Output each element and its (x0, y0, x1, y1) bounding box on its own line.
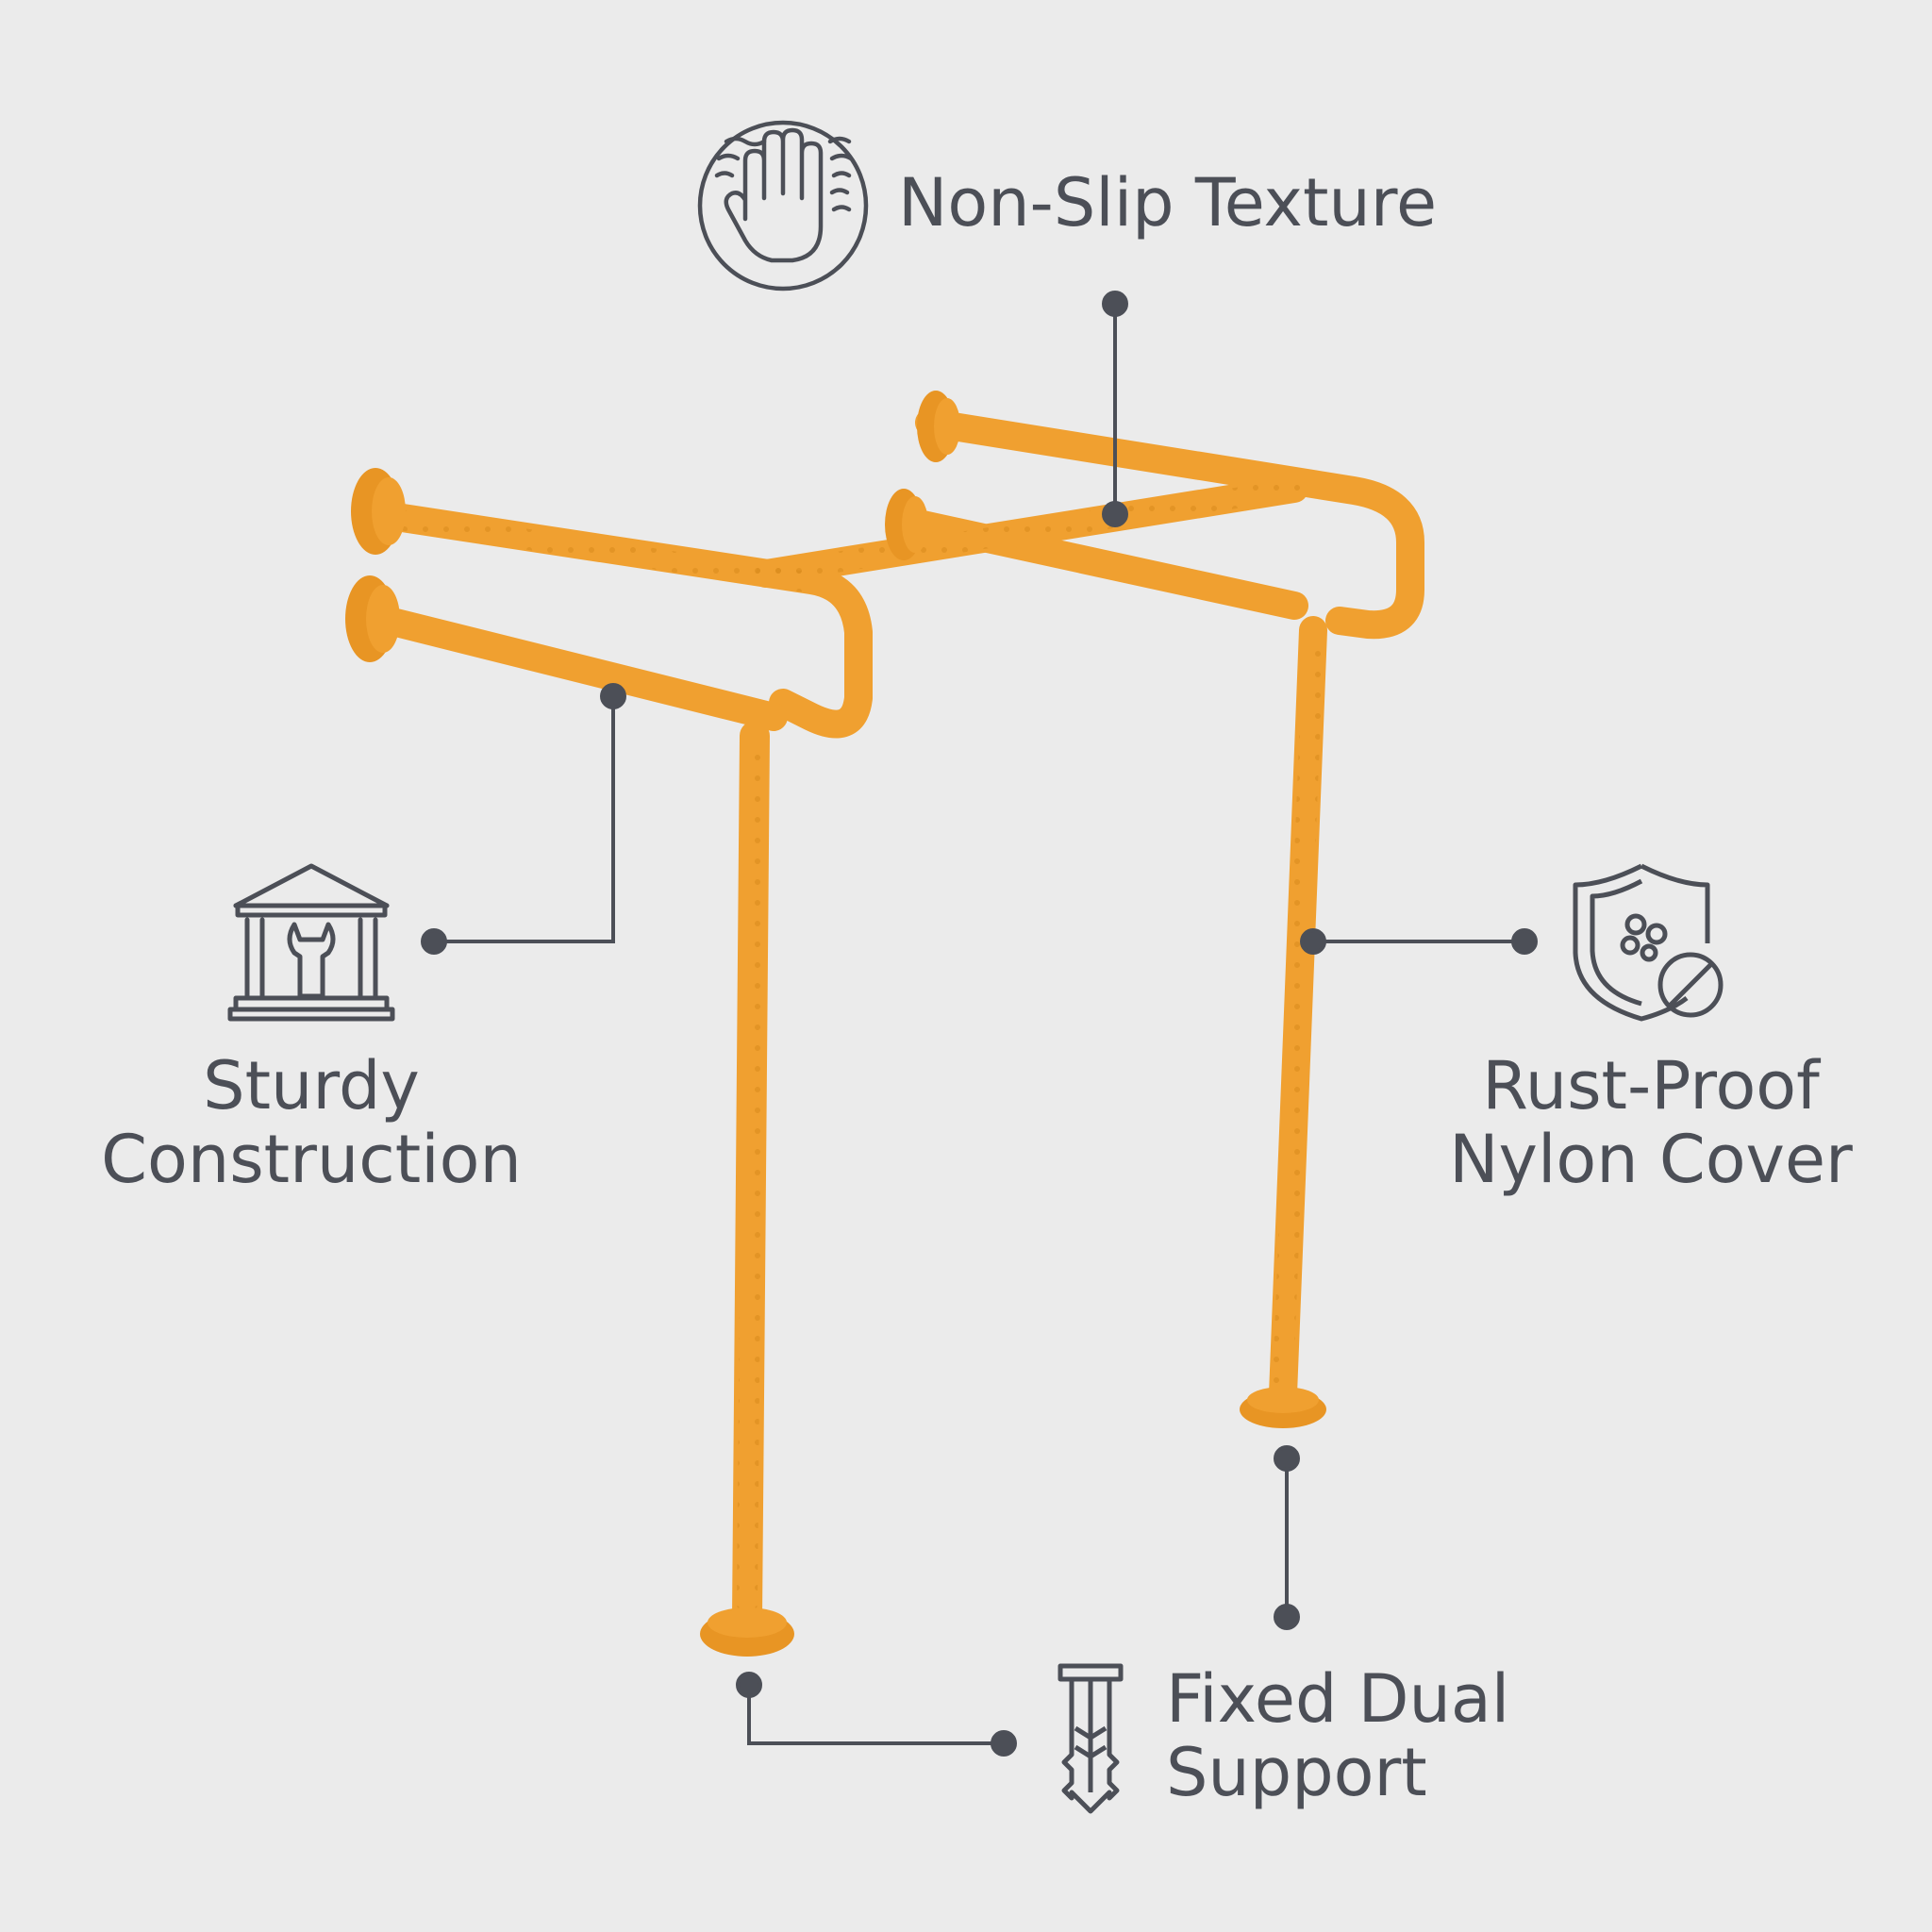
floor-flanges (700, 1387, 1326, 1657)
callout-dot (1102, 501, 1128, 527)
callout-dot (1511, 928, 1538, 955)
callout-dot (991, 1730, 1017, 1757)
hand-texture-icon (697, 120, 869, 291)
callout-dot (1274, 1604, 1300, 1630)
callout-dot (1300, 928, 1326, 955)
sturdy-line1: Sturdy (203, 1047, 420, 1124)
callout-dot (600, 683, 626, 709)
feature-label-sturdy: Sturdy Construction (66, 1049, 557, 1197)
callout-dot (1102, 291, 1128, 317)
rust-proof-line1: Rust-Proof (1482, 1047, 1820, 1124)
rail-front-upper (382, 503, 873, 739)
feature-label-fixed-support: Fixed Dual Support (1166, 1662, 1509, 1810)
rust-proof-line2: Nylon Cover (1449, 1121, 1853, 1199)
wall-anchor-icon (1058, 1663, 1124, 1814)
sturdy-line2: Construction (101, 1121, 522, 1199)
texture-dots (395, 478, 1324, 1614)
feature-label-rust-proof: Rust-Proof Nylon Cover (1415, 1049, 1887, 1197)
grab-bar-frame (375, 408, 1424, 1633)
callout-dot (1274, 1445, 1300, 1472)
shield-no-rust-icon (1573, 863, 1724, 1022)
non-slip-text: Non-Slip Texture (898, 164, 1438, 242)
feature-label-non-slip: Non-Slip Texture (898, 164, 1438, 242)
building-wrench-icon (227, 863, 395, 1022)
rail-front-lower (375, 607, 788, 731)
callout-dot (736, 1672, 762, 1698)
callout-dot (421, 928, 447, 955)
fixed-support-line1: Fixed Dual (1166, 1660, 1510, 1738)
wall-flanges (345, 391, 960, 662)
fixed-support-line2: Support (1166, 1734, 1427, 1812)
callout-lines (421, 291, 1538, 1757)
rail-back-upper (915, 408, 1424, 640)
